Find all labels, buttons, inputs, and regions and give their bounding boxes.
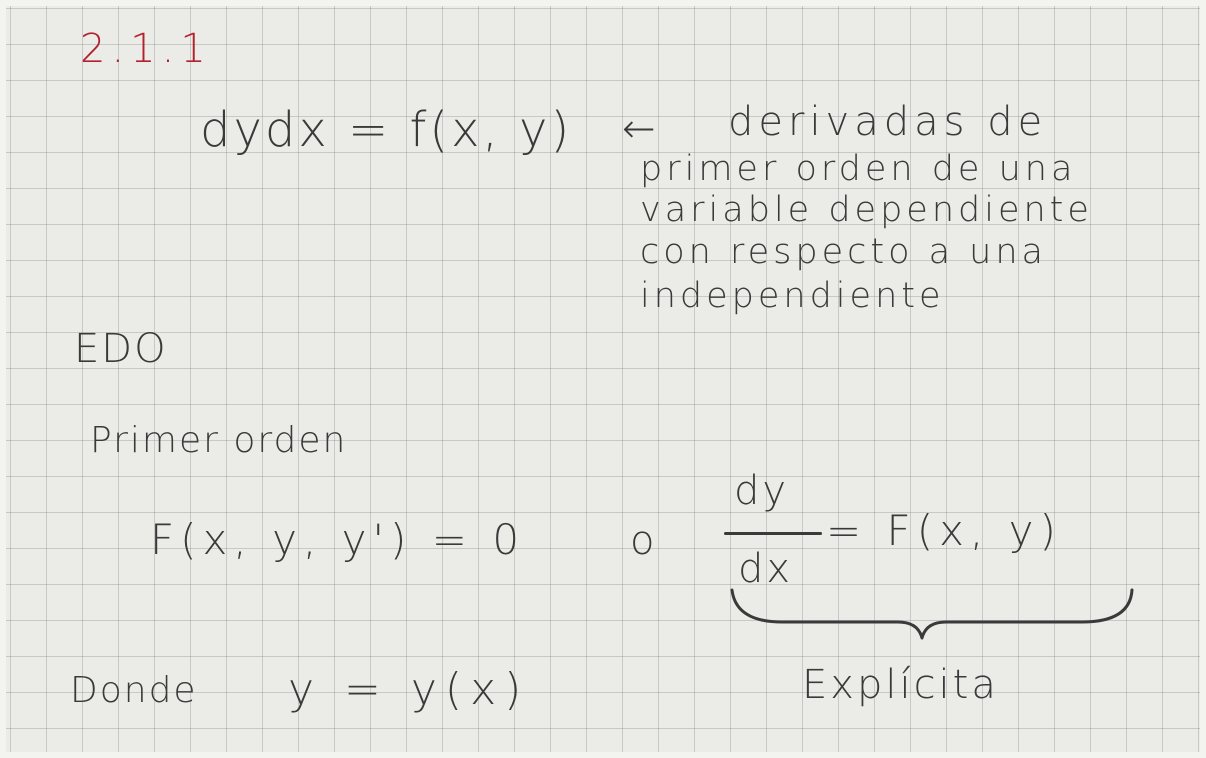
fraction-numerator: dy — [734, 468, 790, 514]
definition-equation: dydx = f(x, y) — [200, 102, 573, 158]
where-label: Donde — [70, 670, 198, 711]
subheading-primer-orden: Primer orden — [90, 420, 348, 461]
definition-line-2: primer orden de una — [640, 149, 1077, 189]
where-equation: y = y(x) — [288, 664, 530, 715]
fraction-denominator: dx — [738, 546, 794, 592]
heading-edo: EDO — [74, 326, 168, 372]
section-number: 2.1.1 — [80, 26, 212, 72]
definition-line-5: independiente — [640, 276, 945, 316]
curly-brace-icon — [730, 588, 1134, 640]
definition-line-3: variable dependiente — [640, 190, 1093, 230]
definition-line-1: derivadas de — [728, 99, 1048, 145]
fraction-bar — [724, 532, 822, 535]
connector-o: o — [630, 518, 655, 564]
implicit-equation: F(x, y, y') = 0 — [150, 515, 526, 564]
definition-line-4: con respecto a una — [640, 232, 1047, 272]
explicit-rhs: = F(x, y) — [826, 506, 1062, 555]
brace-label-explicita: Explícita — [802, 662, 999, 708]
left-arrow-icon: ← — [622, 106, 656, 152]
